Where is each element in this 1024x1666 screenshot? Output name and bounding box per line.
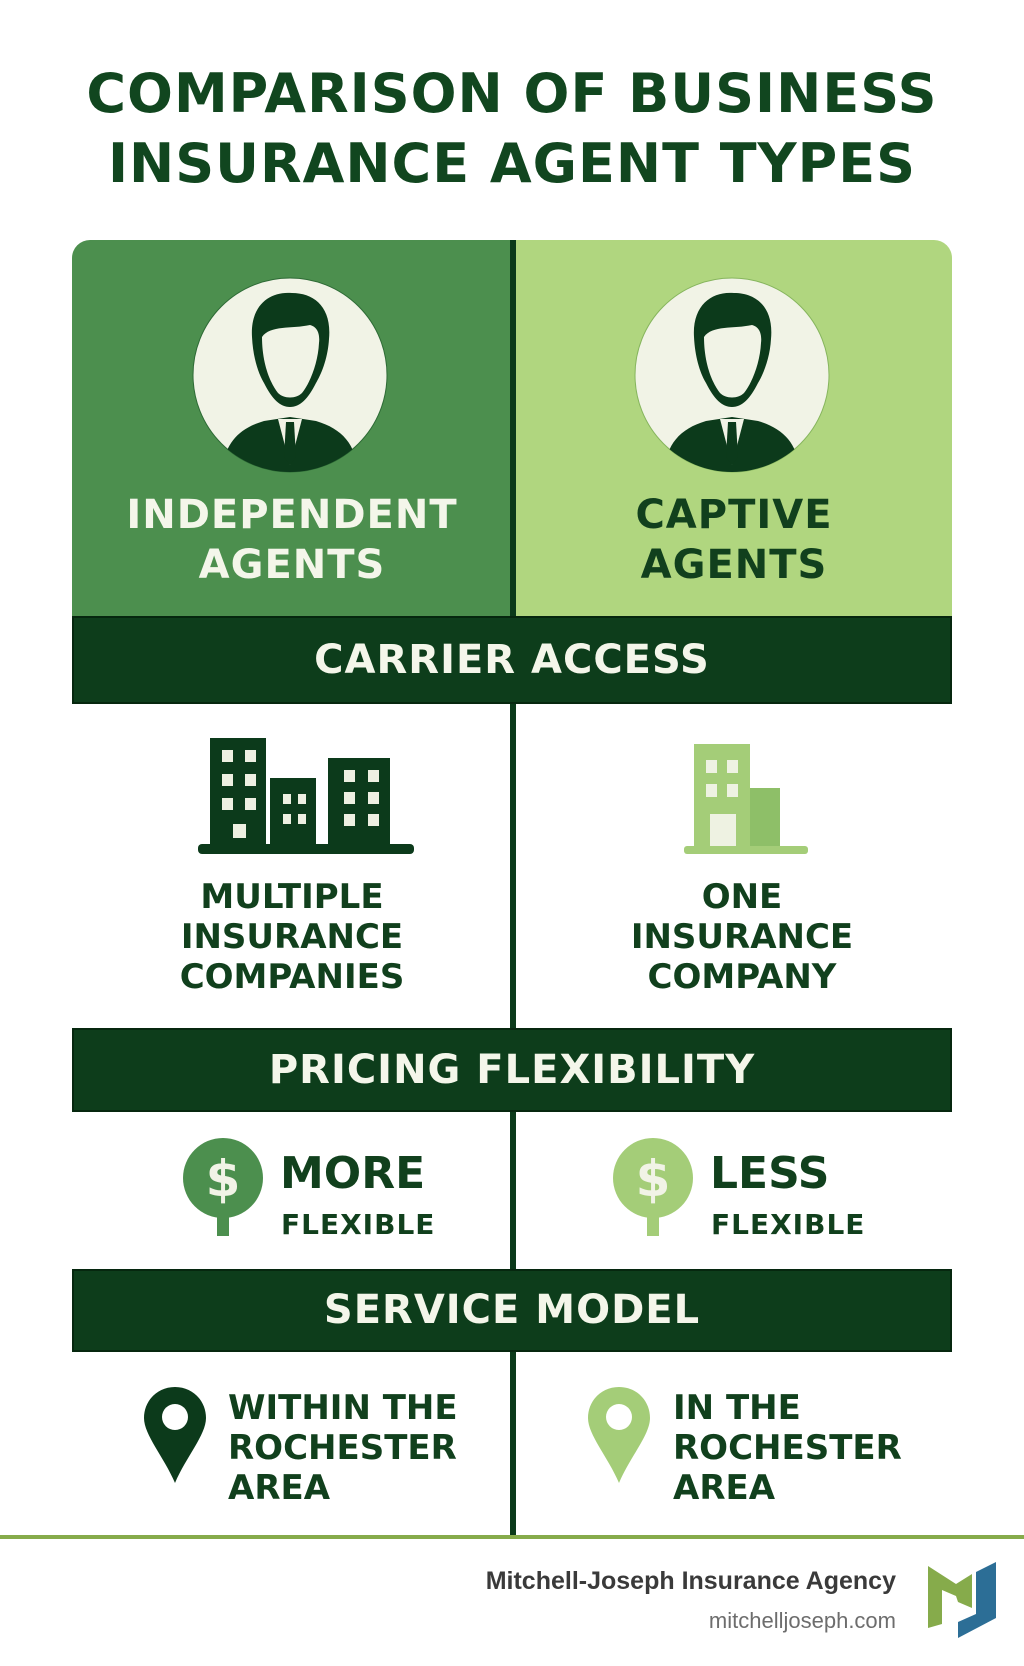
service-left-line-1: WITHIN THE (228, 1388, 458, 1428)
carrier-right-line-1: ONE (701, 877, 783, 917)
carrier-left-line-1: MULTIPLE (200, 877, 384, 917)
map-pin-icon (588, 1387, 650, 1483)
svg-text:$: $ (636, 1150, 671, 1208)
person-icon (634, 277, 830, 473)
buildings-icon (198, 738, 414, 854)
service-left-line-3: AREA (228, 1468, 331, 1508)
mj-logo-icon (928, 1562, 996, 1638)
service-right-line-2: ROCHESTER (673, 1428, 902, 1468)
person-icon (192, 277, 388, 473)
pricing-left-value: MORE (280, 1148, 426, 1199)
carrier-left-line-2: INSURANCE (180, 917, 404, 957)
column-divider (510, 1112, 516, 1269)
captive-agents-label-line-1: CAPTIVE (635, 492, 833, 538)
footer-divider (0, 1535, 1024, 1539)
map-pin-icon (144, 1387, 206, 1483)
dollar-icon: $ (613, 1138, 693, 1236)
page-title-line-2: INSURANCE AGENT TYPES (107, 132, 917, 195)
column-divider (510, 704, 516, 1028)
svg-text:$: $ (206, 1150, 241, 1208)
service-right-line-3: AREA (673, 1468, 776, 1508)
captive-agents-label-line-2: AGENTS (640, 542, 828, 588)
service-model-heading: SERVICE MODEL (72, 1269, 952, 1352)
dollar-icon: $ (183, 1138, 263, 1236)
service-right-line-1: IN THE (673, 1388, 801, 1428)
service-left-line-2: ROCHESTER (228, 1428, 457, 1468)
column-divider (510, 1352, 516, 1536)
column-divider (510, 240, 516, 616)
independent-agents-label-line-2: AGENTS (198, 542, 386, 588)
pricing-right-value: LESS (710, 1148, 830, 1199)
agency-url[interactable]: mitchelljoseph.com (708, 1608, 896, 1633)
pricing-flexibility-heading: PRICING FLEXIBILITY (72, 1028, 952, 1112)
carrier-left-line-3: COMPANIES (179, 957, 405, 997)
carrier-right-line-2: INSURANCE (630, 917, 854, 957)
carrier-access-heading: CARRIER ACCESS (72, 616, 952, 704)
pricing-left-label: FLEXIBLE (281, 1208, 436, 1241)
pricing-right-label: FLEXIBLE (711, 1208, 866, 1241)
independent-agents-label-line-1: INDEPENDENT (126, 492, 458, 538)
agency-name: Mitchell-Joseph Insurance Agency (485, 1567, 896, 1595)
building-icon (684, 744, 808, 854)
carrier-right-line-3: COMPANY (647, 957, 837, 997)
page-title-line-1: COMPARISON OF BUSINESS (86, 62, 938, 125)
